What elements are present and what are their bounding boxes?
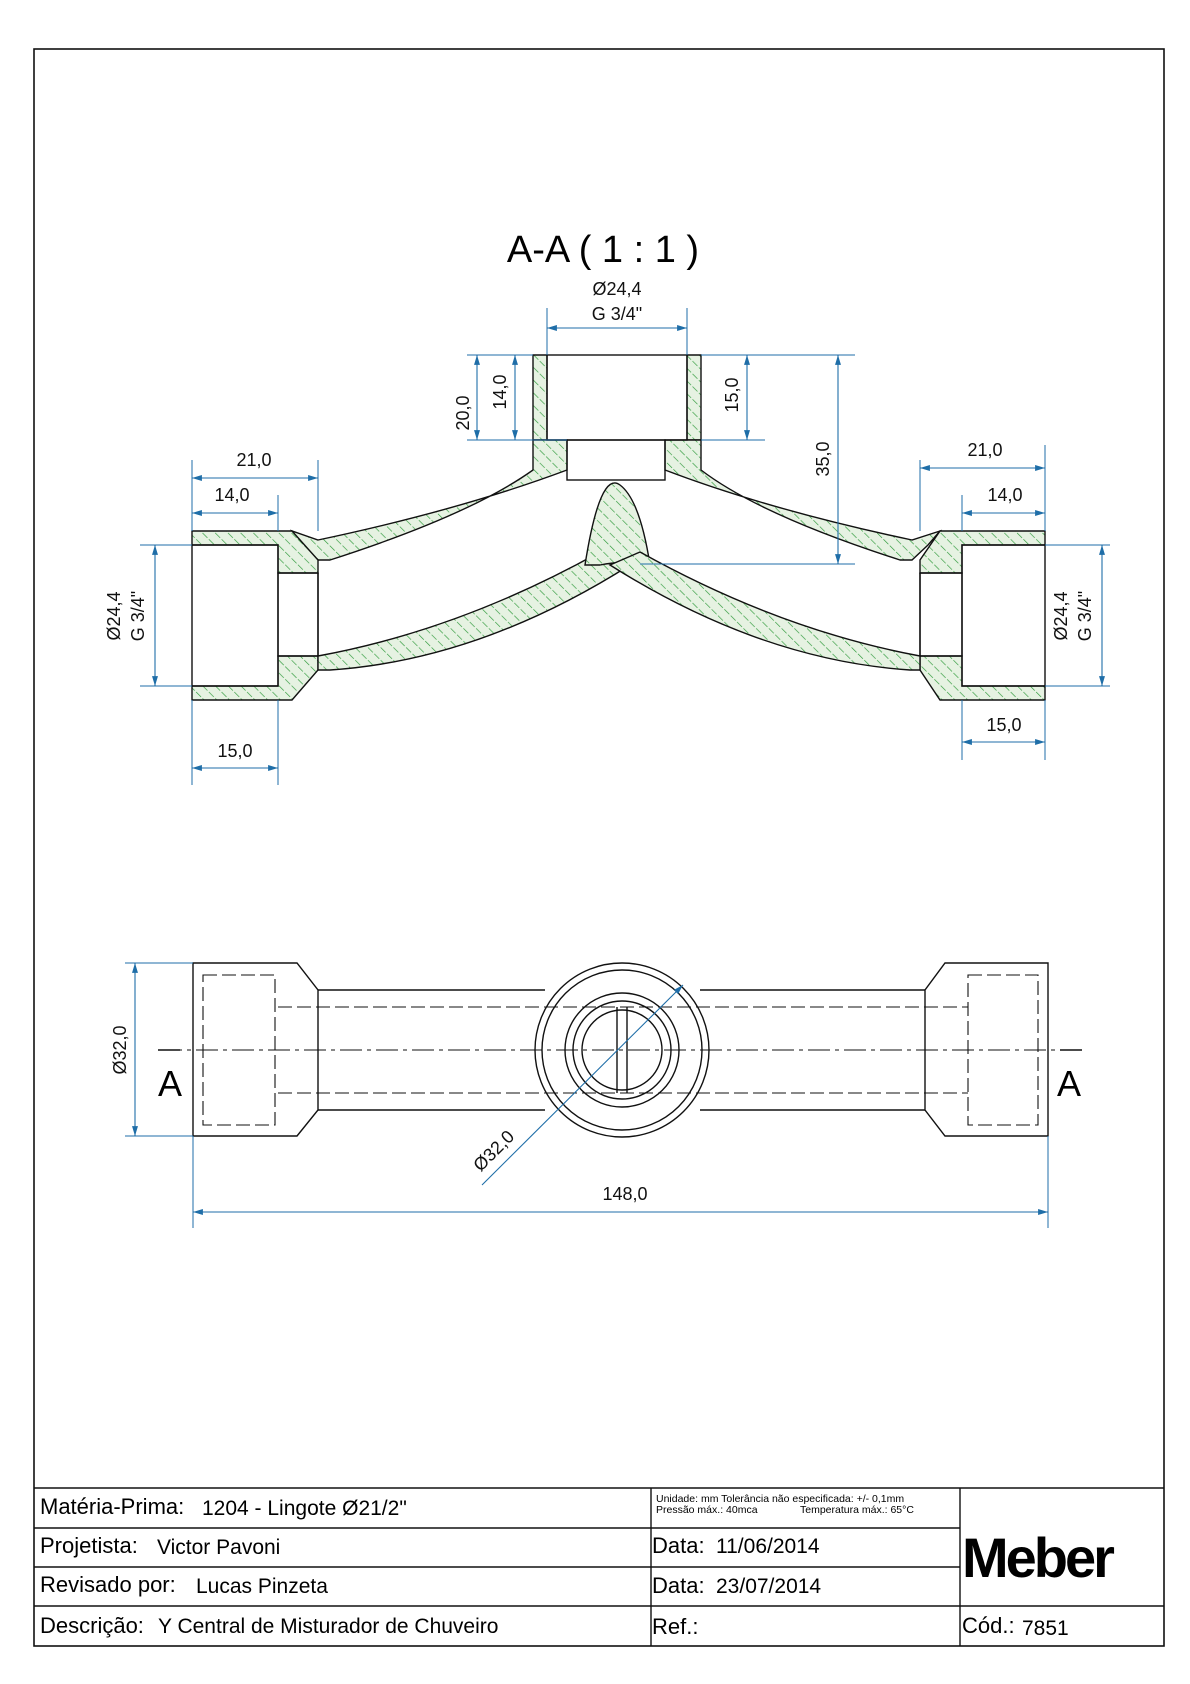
- notes-line2a: Pressão máx.: 40mca: [656, 1504, 758, 1516]
- section-title: A-A ( 1 : 1 ): [507, 229, 699, 271]
- company-logo: Meber: [962, 1526, 1115, 1589]
- descricao-label: Descrição:: [40, 1613, 144, 1638]
- dim-right-diameter: Ø24,4: [1051, 591, 1071, 640]
- title-block-grid: [34, 1487, 1164, 1646]
- sheet-border: [33, 48, 1165, 1647]
- dim-right-thread: G 3/4": [1075, 591, 1095, 641]
- dim-15-top: 15,0: [722, 377, 742, 412]
- data2-label: Data:: [652, 1573, 705, 1598]
- section-mark-left: A: [158, 1063, 182, 1104]
- section-mark-right: A: [1057, 1063, 1081, 1104]
- dim-top-thread: G 3/4": [592, 304, 642, 324]
- dim-line-center-diameter: [481, 984, 684, 1186]
- materia-prima-label: Matéria-Prima:: [40, 1494, 185, 1519]
- descricao-value: Y Central de Misturador de Chuveiro: [158, 1615, 499, 1638]
- projetista-value: Victor Pavoni: [157, 1536, 281, 1559]
- dim-left-14: 14,0: [214, 485, 249, 505]
- notes-line2b: Temperatura máx.: 65°C: [800, 1504, 914, 1516]
- dim-left-diameter: Ø24,4: [104, 591, 124, 640]
- cod-label: Cód.:: [962, 1613, 1015, 1638]
- cod-value: 7851: [1022, 1617, 1069, 1640]
- data1-label: Data:: [652, 1533, 705, 1558]
- ref-label: Ref.:: [652, 1614, 699, 1639]
- dim-plan-diameter: Ø32,0: [110, 1025, 130, 1074]
- dim-left-thread: G 3/4": [128, 591, 148, 641]
- dim-right-21: 21,0: [967, 440, 1002, 460]
- dim-35: 35,0: [813, 441, 833, 476]
- revisado-label: Revisado por:: [40, 1572, 176, 1597]
- projetista-label: Projetista:: [40, 1533, 138, 1558]
- dim-20: 20,0: [453, 395, 473, 430]
- dim-left-15: 15,0: [217, 741, 252, 761]
- dim-14-top: 14,0: [490, 374, 510, 409]
- dim-overall-length: 148,0: [602, 1184, 647, 1204]
- dim-right-15: 15,0: [986, 715, 1021, 735]
- data1-value: 11/06/2014: [716, 1535, 820, 1558]
- dim-center-diameter: Ø32,0: [469, 1126, 518, 1175]
- materia-prima-value: 1204 - Lingote Ø21/2": [202, 1497, 407, 1520]
- dim-right-14: 14,0: [987, 485, 1022, 505]
- section-view: A-A ( 1 : 1 ): [104, 229, 1110, 785]
- dim-left-21: 21,0: [236, 450, 271, 470]
- notes-line1: Unidade: mm Tolerância não especificada:…: [656, 1493, 905, 1505]
- plan-view: A A Ø32,0 Ø32,0 148,0: [110, 962, 1082, 1228]
- revisado-value: Lucas Pinzeta: [196, 1575, 328, 1598]
- dim-top-diameter: Ø24,4: [592, 279, 641, 299]
- data2-value: 23/07/2014: [716, 1575, 822, 1598]
